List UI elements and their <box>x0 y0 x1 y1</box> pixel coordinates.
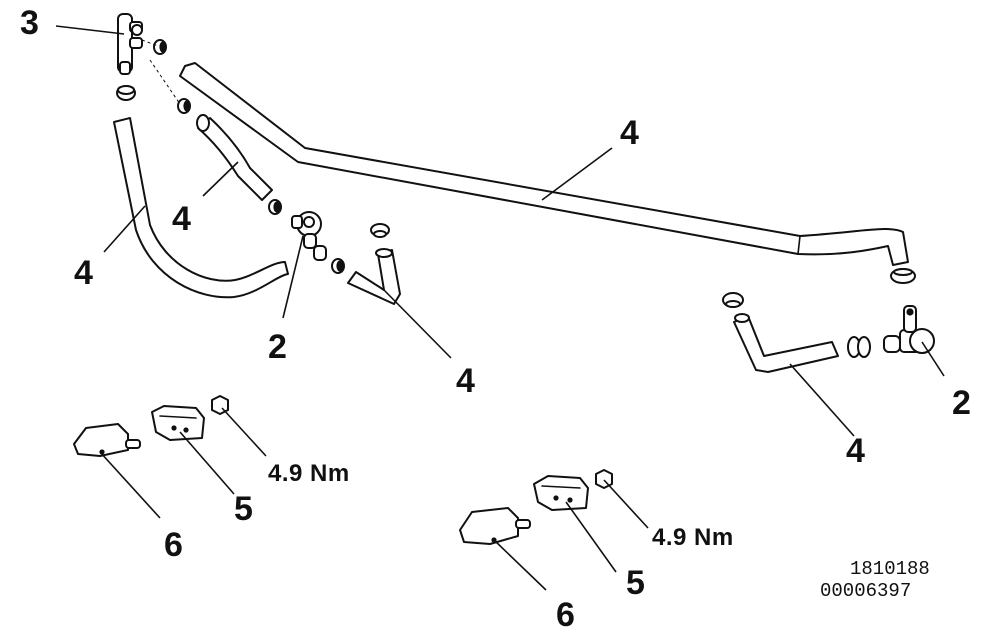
leader-lines <box>55 25 945 591</box>
center-v-hose <box>347 223 401 305</box>
callout-4-upper-left-hose: 4 <box>172 200 191 238</box>
reference-code-1: 1810188 <box>850 558 930 580</box>
nozzle-6-left <box>73 423 141 457</box>
upper-left-short-hose <box>196 114 273 201</box>
long-hose <box>179 62 909 266</box>
callout-3: 3 <box>20 4 39 42</box>
callout-6-left-nozzle: 6 <box>164 526 183 564</box>
reference-code-2: 00006397 <box>820 580 911 602</box>
callout-4-long-hose: 4 <box>620 114 639 152</box>
torque-label-right: 4.9 Nm <box>652 524 734 551</box>
cover-5-right <box>533 475 589 511</box>
callout-4-left-hose: 4 <box>74 254 93 292</box>
callout-5-right-cover: 5 <box>626 564 645 602</box>
hose-clamps-top <box>116 39 191 114</box>
tee-fitting-2-left <box>268 199 345 274</box>
right-l-hose <box>722 292 839 373</box>
nozzle-6-right <box>459 507 531 545</box>
callout-2-right-fitting: 2 <box>952 384 971 422</box>
callout-4-center-hose: 4 <box>456 362 475 400</box>
torque-label-left: 4.9 Nm <box>268 460 350 487</box>
callout-4-right-hose: 4 <box>846 432 865 470</box>
cover-5-left <box>151 405 205 441</box>
callout-2-left-fitting: 2 <box>268 328 287 366</box>
tee-fitting-2-right <box>847 268 935 358</box>
callout-5-left-cover: 5 <box>234 490 253 528</box>
left-s-hose <box>113 117 289 299</box>
callout-6-right-nozzle: 6 <box>556 596 575 634</box>
tee-fitting-3 <box>117 13 143 75</box>
